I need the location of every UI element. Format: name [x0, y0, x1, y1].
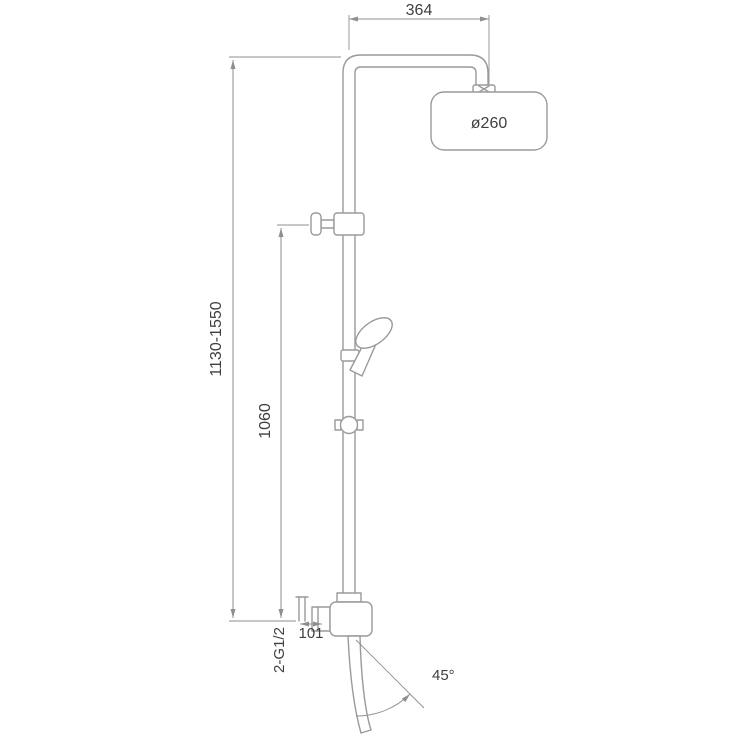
hand-shower-head: [355, 317, 393, 349]
pipe-outer-edge: [342, 54, 489, 599]
dimension-top-width: 364: [348, 2, 490, 84]
dim-bracket-height-label: 1060: [257, 403, 274, 439]
shower-head: ø260: [430, 91, 548, 151]
handle-lever: [347, 635, 372, 734]
bracket-stem: [320, 219, 335, 229]
dim-inlet-offset-label: 101: [298, 625, 323, 642]
shower-column-pipe: [342, 54, 496, 599]
dimension-total-height: 1130-1550: [208, 56, 341, 622]
dimension-bracket-height: 1060: [257, 224, 309, 618]
height-slider-knob: [334, 415, 364, 435]
angle-indicator: 45°: [355, 639, 455, 717]
dim-total-height-label: 1130-1550: [208, 301, 225, 376]
bracket-body: [333, 212, 365, 236]
slider-bracket: [310, 212, 365, 236]
thread-label: 2-G1/2: [271, 627, 288, 673]
connector-screw-mark: [478, 85, 490, 93]
bracket-knob: [310, 212, 322, 236]
slider-knob: [339, 415, 359, 435]
shower-head-body: [430, 91, 548, 151]
mixer-handle: [347, 635, 372, 734]
angle-arc: [355, 693, 411, 717]
thread-spec-label: 2-G1/2: [271, 627, 288, 673]
angle-reference-line: [355, 639, 425, 709]
dimension-inlet-offset: 101: [298, 621, 324, 642]
handle-angle-label: 45°: [432, 667, 455, 684]
pipe-inner-edge: [354, 66, 477, 599]
valve-top-nut: [336, 592, 362, 603]
valve-body: [329, 601, 373, 637]
hand-shower: [340, 317, 393, 377]
head-diameter-label: ø260: [471, 115, 508, 132]
dim-top-width-label: 364: [406, 2, 433, 19]
